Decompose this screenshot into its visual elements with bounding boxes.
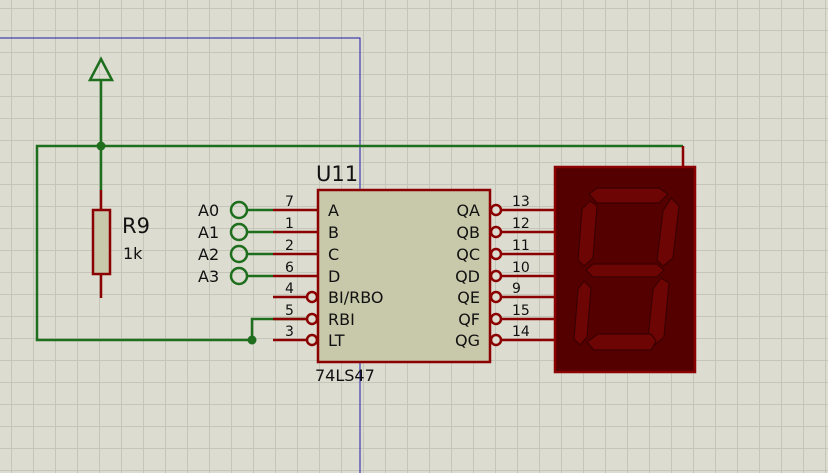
pin-number: 3 — [285, 324, 294, 340]
pin-number: 4 — [285, 281, 294, 297]
segment-g — [585, 263, 665, 278]
seven-segment-display[interactable] — [553, 146, 697, 374]
chip-part: 74LS47 — [315, 366, 375, 385]
pin-name: QB — [456, 223, 480, 242]
pin-number: 12 — [512, 216, 530, 232]
segment-e — [573, 280, 592, 346]
chip-ref: U11 — [316, 162, 358, 186]
pin-name: BI/RBO — [328, 288, 384, 307]
pin-name: RBI — [328, 310, 355, 329]
pin-name: A — [328, 201, 339, 220]
pin-name: QA — [456, 201, 480, 220]
output-pin-11[interactable]: 11 QC — [456, 238, 555, 264]
resistor-r9[interactable] — [91, 190, 112, 298]
pin-number: 15 — [512, 303, 530, 319]
junction-dot — [247, 335, 257, 345]
input-pin-3[interactable]: 3 LT — [273, 324, 345, 350]
terminal-a1[interactable]: A1 — [198, 222, 273, 242]
pin-name: QC — [456, 245, 480, 264]
power-terminal[interactable] — [87, 56, 115, 146]
pin-name: QE — [457, 288, 480, 307]
pin-number: 11 — [512, 238, 530, 254]
output-pin-14[interactable]: 14 QG — [455, 324, 555, 350]
input-pin-4[interactable]: 4 BI/RBO — [273, 281, 384, 307]
resistor-ref: R9 — [122, 214, 150, 238]
pin-number: 7 — [285, 194, 294, 210]
pin-number: 1 — [285, 216, 294, 232]
pin-name: LT — [328, 331, 345, 350]
rbi-wire — [250, 317, 306, 340]
pin-number: 10 — [512, 260, 530, 276]
terminal-label: A3 — [198, 267, 219, 286]
terminal-a3[interactable]: A3 — [198, 266, 273, 286]
pin-number: 13 — [512, 194, 530, 210]
terminal-label: A2 — [198, 245, 219, 264]
segment-b — [656, 197, 680, 267]
pin-number: 2 — [285, 238, 294, 254]
output-pin-15[interactable]: 15 QF — [458, 303, 555, 329]
segment-d — [586, 333, 657, 351]
segment-f — [577, 200, 598, 267]
pin-number: 14 — [512, 324, 530, 340]
power-rail-wire — [35, 144, 683, 342]
segment-a — [588, 187, 669, 204]
terminal-a0[interactable]: A0 — [198, 200, 273, 220]
output-pin-13[interactable]: 13 QA — [456, 194, 555, 220]
output-pin-9[interactable]: 9 QE — [457, 281, 555, 307]
sheet-border — [0, 37, 361, 473]
terminal-label: A1 — [198, 223, 219, 242]
resistor-value: 1k — [123, 244, 143, 263]
pin-name: C — [328, 245, 339, 264]
input-pin-5[interactable]: 5 RBI — [273, 303, 355, 329]
segment-c — [647, 277, 670, 346]
display-segments — [573, 187, 680, 351]
output-pin-12[interactable]: 12 QB — [456, 216, 555, 242]
terminal-label: A0 — [198, 201, 219, 220]
output-pin-10[interactable]: 10 QD — [455, 260, 555, 286]
terminal-a2[interactable]: A2 — [198, 244, 273, 264]
pin-number: 9 — [512, 281, 521, 297]
pin-name: QD — [455, 267, 480, 286]
pin-name: D — [328, 267, 340, 286]
pin-name: QG — [455, 331, 480, 350]
pin-number: 6 — [285, 260, 294, 276]
pin-number: 5 — [285, 303, 294, 319]
junction-dot — [96, 141, 106, 151]
pin-name: QF — [458, 310, 480, 329]
chip-body[interactable] — [316, 188, 492, 364]
pin-name: B — [328, 223, 339, 242]
